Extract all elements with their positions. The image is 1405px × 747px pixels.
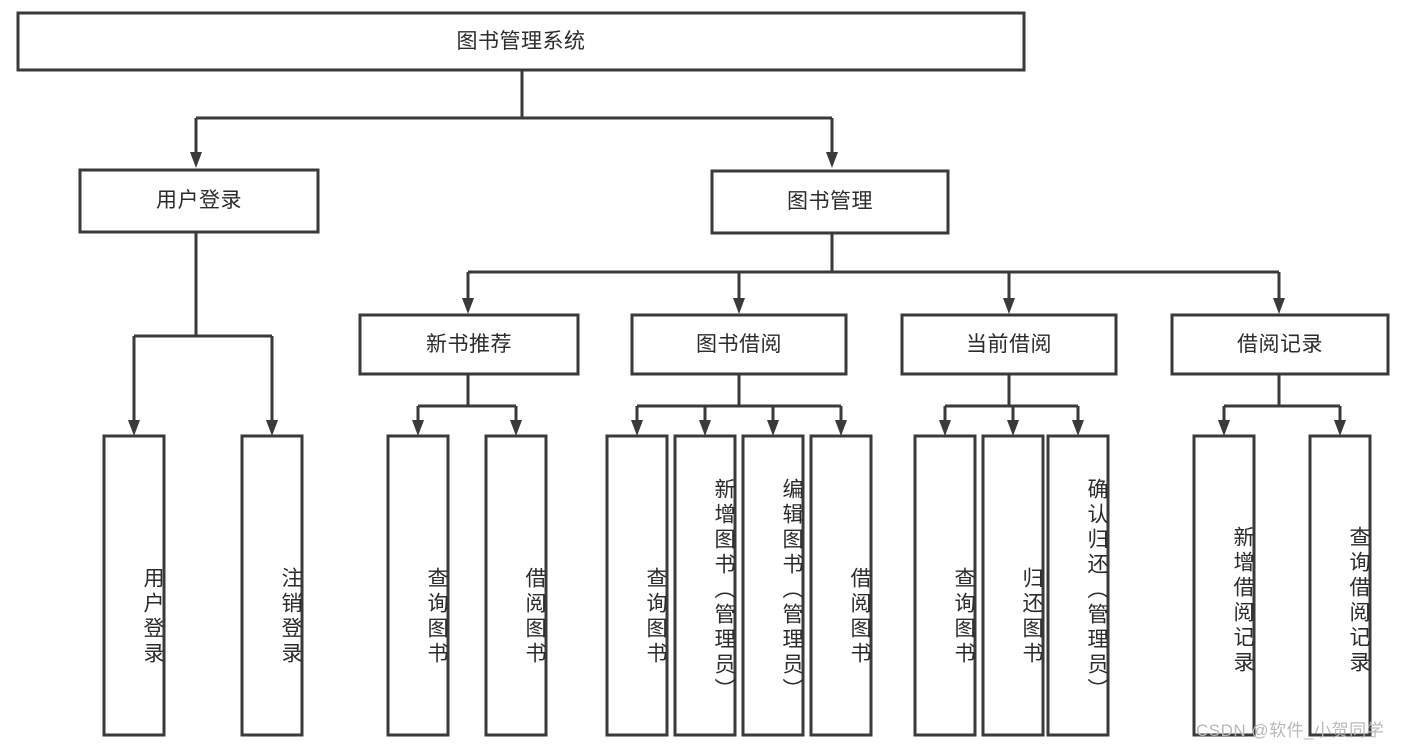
node-box-leaf-query-book-3[interactable] <box>913 434 977 737</box>
node-box-book-borrow[interactable] <box>630 313 848 376</box>
node-box-leaf-return-book[interactable] <box>981 434 1045 737</box>
node-box-borrow-record[interactable] <box>1170 313 1390 376</box>
node-box-book-manage[interactable] <box>710 169 950 235</box>
node-box-leaf-add-book[interactable] <box>673 434 737 737</box>
connector-user-login-to-leaves <box>128 232 278 436</box>
connector-book-borrow-to-leaves <box>631 374 847 436</box>
node-box-leaf-query-record[interactable] <box>1308 434 1372 737</box>
connector-borrow-record-to-leaves <box>1218 374 1346 436</box>
node-box-leaf-query-book-2[interactable] <box>605 434 669 737</box>
node-box-leaf-add-record[interactable] <box>1192 434 1256 737</box>
csdn-watermark: CSDN @软件_小贺同学 <box>1196 721 1385 740</box>
node-box-current-borrow[interactable] <box>900 313 1118 376</box>
connector-root-to-level2 <box>190 70 838 168</box>
node-box-leaf-confirm-return[interactable] <box>1046 434 1110 737</box>
node-box-leaf-user-logout[interactable] <box>240 434 304 737</box>
node-box-root[interactable] <box>16 11 1026 72</box>
connector-book-manage-to-level3 <box>462 233 1285 314</box>
node-box-new-book-rec[interactable] <box>358 313 580 376</box>
node-box-leaf-user-login[interactable] <box>102 434 166 737</box>
arrow-to-user-login <box>190 152 202 168</box>
connector-current-borrow-to-leaves <box>939 374 1084 436</box>
node-box-leaf-borrow-book-1[interactable] <box>484 434 548 737</box>
node-box-leaf-edit-book[interactable] <box>741 434 805 737</box>
node-box-leaf-query-book-1[interactable] <box>386 434 450 737</box>
node-box-user-login[interactable] <box>78 168 320 234</box>
connector-new-book-rec-to-leaves <box>412 374 522 436</box>
arrow-to-book-manage <box>826 152 838 168</box>
node-box-leaf-borrow-book-2[interactable] <box>809 434 873 737</box>
